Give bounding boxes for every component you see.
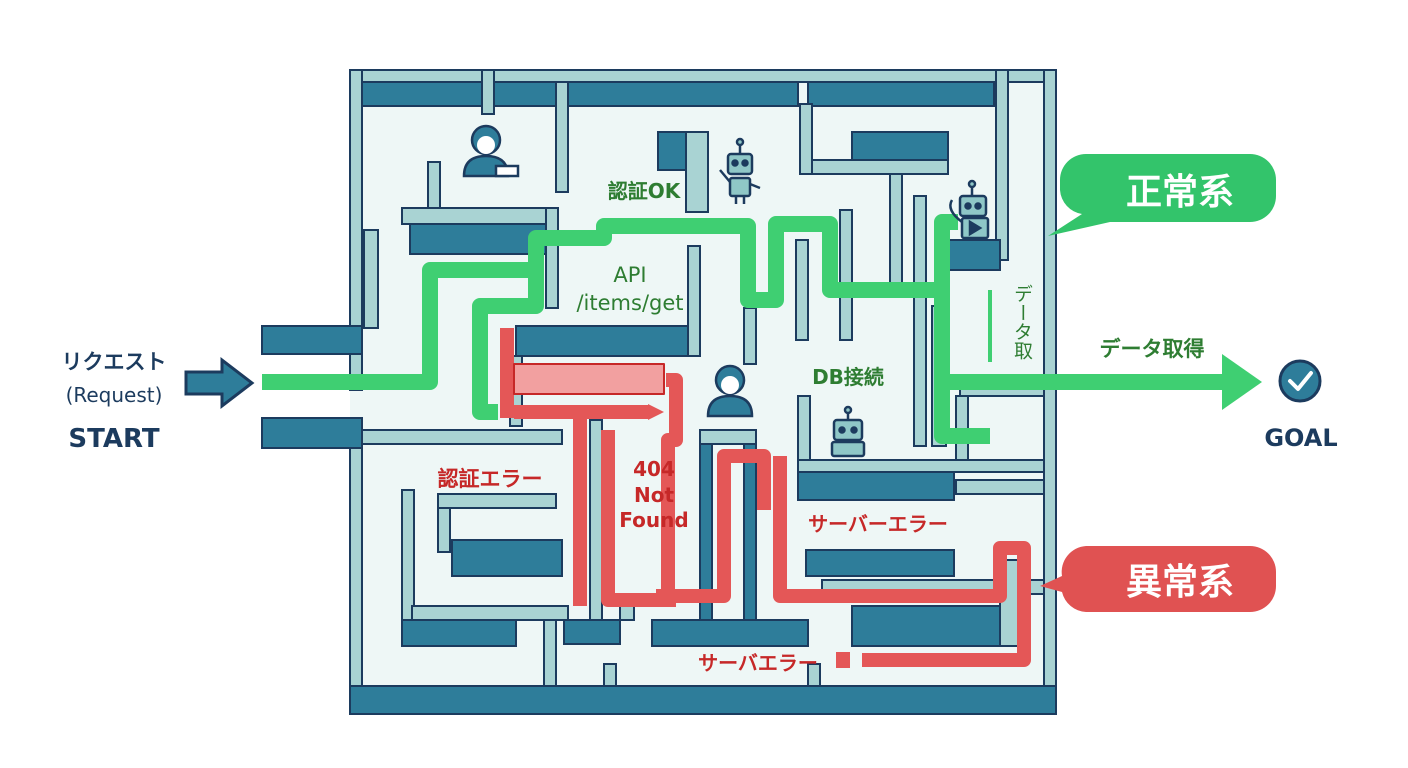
start-label-jp: リクエスト — [62, 350, 167, 374]
api-label: API — [613, 263, 646, 287]
db-connect-label: DB接続 — [812, 365, 884, 389]
server-error-label-1: サーバーエラー — [808, 512, 948, 536]
error-end-tab — [836, 652, 850, 668]
start-label-en: (Request) — [66, 383, 163, 407]
robot-icon — [830, 405, 866, 458]
normal-bubble — [1048, 154, 1276, 236]
not-found-line1: Not — [634, 483, 674, 507]
goal-arrow-head — [1222, 354, 1262, 410]
api-path-label: /items/get — [576, 291, 683, 315]
error-arrow-tip — [648, 404, 664, 420]
abnormal-bubble-text: 異常系 — [1126, 562, 1234, 603]
robot-icon — [719, 137, 761, 204]
data-fetch-label: データ取得 — [1100, 337, 1205, 361]
person-icon — [706, 364, 754, 418]
auth-error-label: 認証エラー — [438, 467, 543, 491]
check-circle-icon — [1278, 359, 1322, 403]
error-path — [500, 328, 1031, 667]
not-found-code: 404 — [633, 457, 675, 481]
auth-ok-label: 認証OK — [608, 179, 682, 203]
data-vertical-label: データ取 — [1011, 284, 1033, 360]
server-error-label-2: サーバエラー — [698, 651, 818, 675]
normal-bubble-text: 正常系 — [1126, 172, 1234, 213]
start-label: START — [68, 424, 159, 454]
person-icon — [462, 124, 520, 178]
normal-path — [262, 214, 1226, 444]
not-found-line2: Found — [619, 508, 688, 532]
goal-label: GOAL — [1264, 424, 1337, 452]
robot-icon — [949, 179, 990, 240]
abnormal-bubble — [1040, 546, 1276, 612]
arrow-right-icon — [184, 356, 255, 410]
